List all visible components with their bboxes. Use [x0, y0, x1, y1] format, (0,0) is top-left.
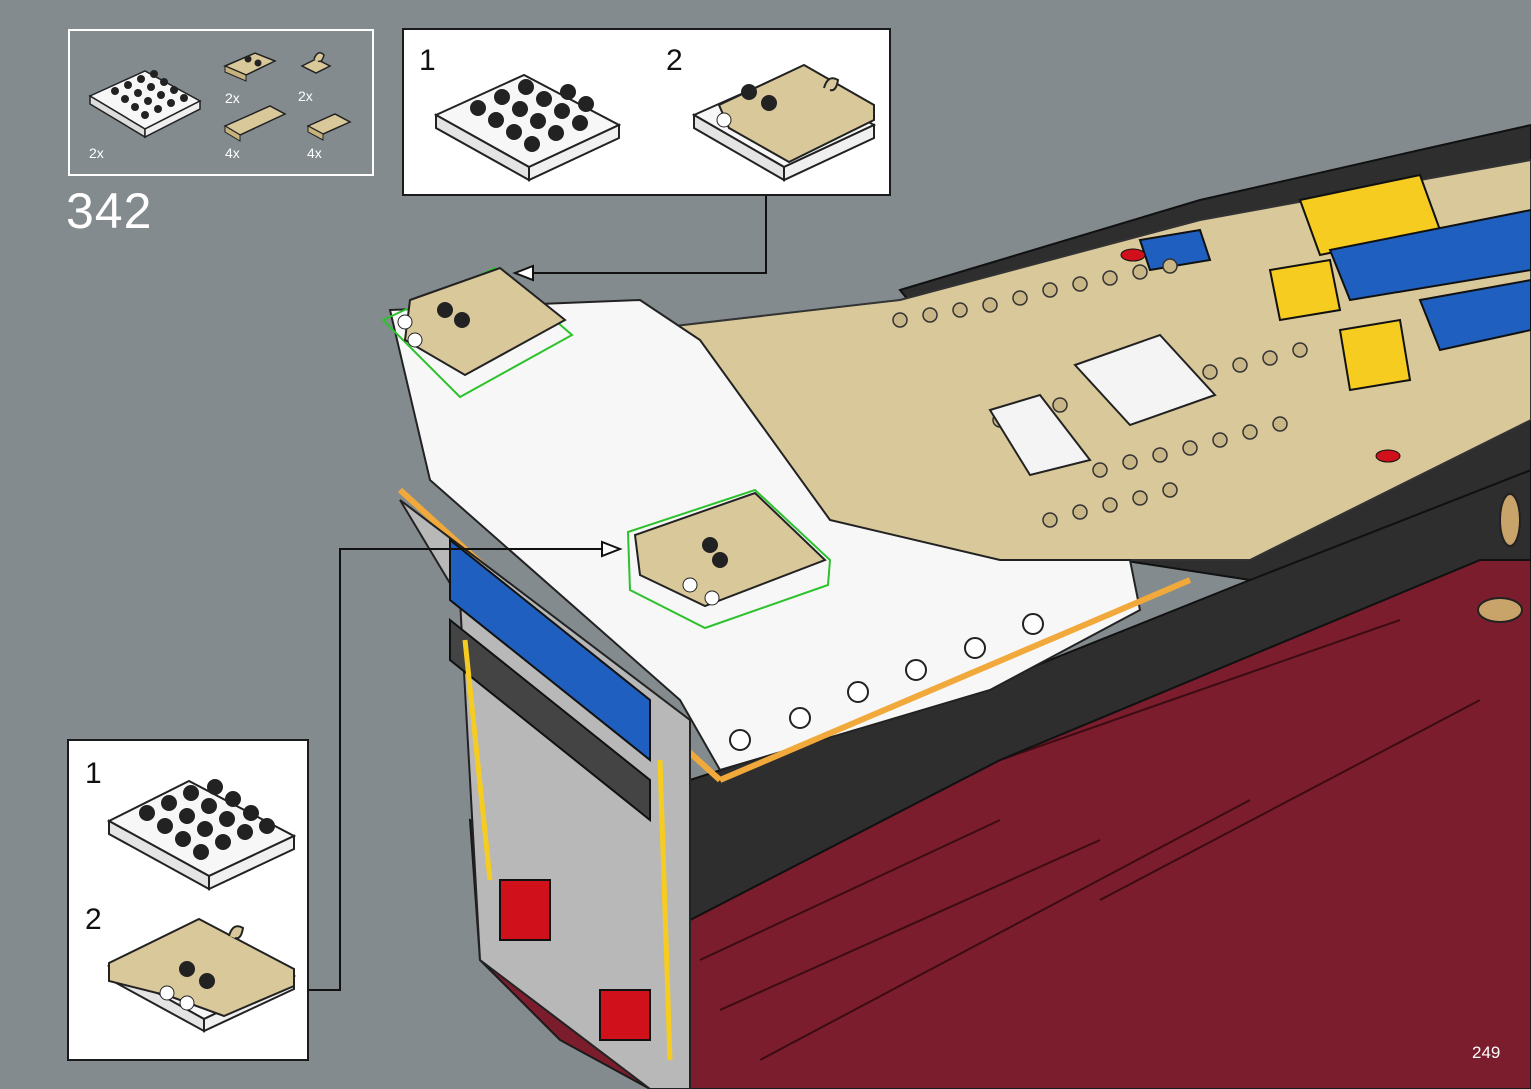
part-qty: 4x — [225, 145, 240, 161]
subassembly-top-illustration — [404, 30, 893, 198]
subassembly-bottom-illustration — [69, 741, 311, 1063]
subassembly-panel-bottom: 1 2 — [67, 739, 309, 1061]
plate-4x4-white-icon — [90, 70, 200, 137]
subassembly-panel-top: 1 2 — [402, 28, 891, 196]
parts-list: 2x 2x 2x 4x 4x — [68, 29, 374, 176]
plate-4x4-white-drawing — [436, 75, 619, 180]
callout-line-top — [515, 195, 766, 280]
plate-clip-tan-icon — [302, 53, 330, 73]
tile-1x3-tan-icon — [225, 106, 285, 141]
parts-icons — [70, 31, 376, 178]
part-qty: 2x — [225, 90, 240, 106]
step-number: 342 — [66, 182, 152, 240]
tile-1x2-tan-icon — [308, 114, 350, 140]
tan-tile-assembly-drawing — [694, 65, 874, 180]
part-qty: 2x — [89, 145, 104, 161]
page-number: 249 — [1472, 1043, 1500, 1063]
tile-1x2-tan-with-studs-icon — [225, 53, 275, 81]
plate-4x4-white-drawing — [109, 779, 294, 889]
tan-tile-assembly-drawing — [109, 919, 294, 1031]
part-qty: 4x — [307, 145, 322, 161]
part-qty: 2x — [298, 88, 313, 104]
